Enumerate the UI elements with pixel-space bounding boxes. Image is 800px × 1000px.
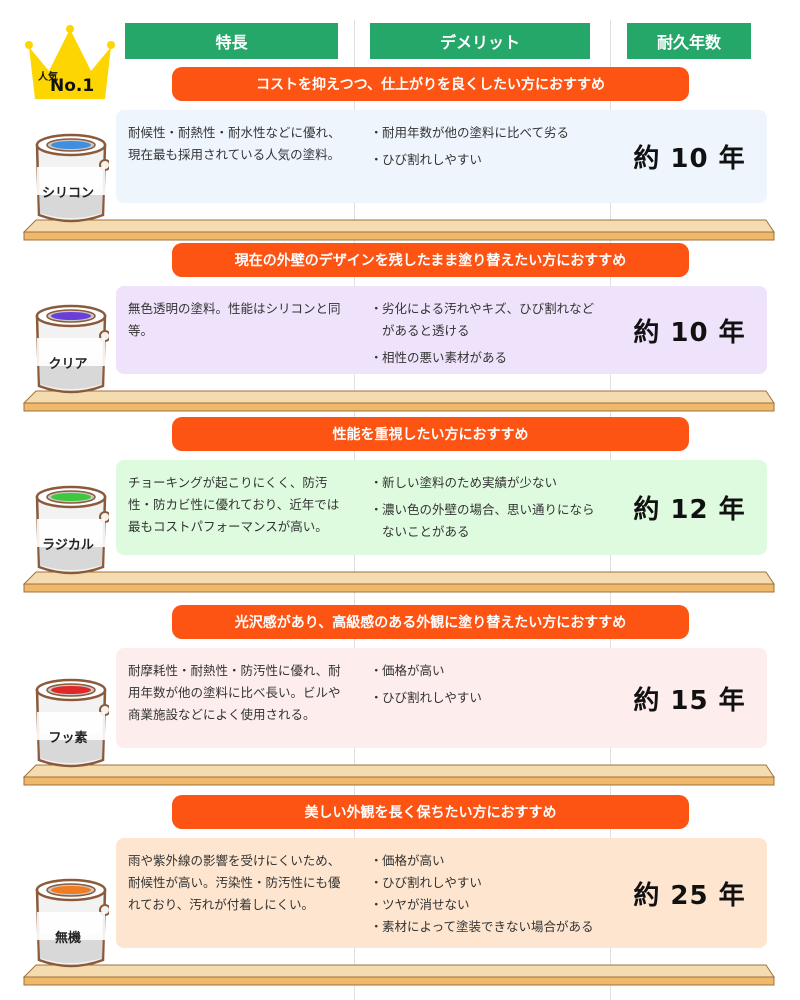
column-header-demerits: デメリット: [370, 23, 590, 59]
durability-value: 約 15 年: [633, 685, 746, 716]
wooden-shelf-icon: [22, 964, 775, 986]
feature-text: チョーキングが起こりにくく、防汚性・防カビ性に優れており、近年では最もコストパフ…: [128, 475, 340, 534]
paint-section: コストを抑えつつ、仕上がりを良くしたい方におすすめ 耐候性・耐熱性・耐水性などに…: [0, 67, 800, 257]
wooden-shelf-icon: [22, 571, 775, 593]
demerit-item: 新しい塗料のため実績が少ない: [370, 472, 600, 494]
demerit-item: 価格が高い: [370, 850, 600, 872]
crown-icon: [25, 25, 115, 99]
recommendation-banner: コストを抑えつつ、仕上がりを良くしたい方におすすめ: [172, 67, 689, 101]
demerit-item: ツヤが消せない: [370, 894, 600, 916]
paint-section: 性能を重視したい方におすすめ チョーキングが起こりにくく、防汚性・防カビ性に優れ…: [0, 417, 800, 607]
paint-can-icon: [35, 304, 109, 394]
wooden-shelf-icon: [22, 764, 775, 786]
demerit-item: ひび割れしやすい: [370, 149, 600, 171]
demerit-item: ひび割れしやすい: [370, 687, 600, 709]
column-header-durability: 耐久年数: [627, 23, 751, 59]
column-header-features: 特長: [125, 23, 338, 59]
paint-name-label: フッ素: [48, 731, 88, 746]
demerit-item: 濃い色の外壁の場合、思い通りにならないことがある: [370, 499, 600, 543]
paint-can-icon: [35, 133, 109, 223]
demerit-item: 相性の悪い素材がある: [370, 347, 600, 369]
paint-can-icon: [35, 878, 109, 968]
recommendation-banner: 性能を重視したい方におすすめ: [172, 417, 689, 451]
paint-can-icon: [35, 485, 109, 575]
demerit-item: 価格が高い: [370, 660, 600, 682]
paint-can-icon: [35, 678, 109, 768]
demerit-list: 新しい塗料のため実績が少ない濃い色の外壁の場合、思い通りにならないことがある: [370, 472, 600, 548]
demerit-list: 価格が高いひび割れしやすいツヤが消せない素材によって塗装できない場合がある: [370, 850, 600, 938]
demerit-item: 耐用年数が他の塗料に比べて劣る: [370, 122, 600, 144]
feature-text: 耐候性・耐熱性・耐水性などに優れ、現在最も採用されている人気の塗料。: [128, 125, 341, 162]
demerit-list: 耐用年数が他の塗料に比べて劣るひび割れしやすい: [370, 122, 600, 176]
recommendation-banner: 美しい外観を長く保ちたい方におすすめ: [172, 795, 689, 829]
durability-value: 約 10 年: [633, 317, 746, 348]
paint-section: 光沢感があり、高級感のある外観に塗り替えたい方におすすめ 耐摩耗性・耐熱性・防汚…: [0, 605, 800, 795]
paint-section: 現在の外壁のデザインを残したまま塗り替えたい方におすすめ 無色透明の塗料。性能は…: [0, 243, 800, 433]
demerit-list: 価格が高いひび割れしやすい: [370, 660, 600, 714]
feature-text: 無色透明の塗料。性能はシリコンと同等。: [128, 301, 341, 338]
paint-name-label: ラジカル: [42, 538, 94, 553]
durability-value: 約 12 年: [633, 495, 746, 525]
paint-name-label: クリア: [48, 357, 88, 372]
wooden-shelf-icon: [22, 390, 775, 412]
paint-name-label: シリコン: [41, 186, 94, 201]
recommendation-banner: 現在の外壁のデザインを残したまま塗り替えたい方におすすめ: [172, 243, 689, 277]
durability-value: 約 10 年: [633, 144, 746, 174]
durability-value: 約 25 年: [633, 880, 746, 911]
demerit-item: ひび割れしやすい: [370, 872, 600, 894]
popularity-label: 人気: [38, 72, 58, 83]
recommendation-banner: 光沢感があり、高級感のある外観に塗り替えたい方におすすめ: [172, 605, 689, 639]
feature-text: 耐摩耗性・耐熱性・防汚性に優れ、耐用年数が他の塗料に比べ長い。ビルや商業施設など…: [128, 663, 341, 722]
wooden-shelf-icon: [22, 219, 775, 241]
demerit-list: 劣化による汚れやキズ、ひび割れなどがあると透ける相性の悪い素材がある: [370, 298, 600, 374]
demerit-item: 素材によって塗装できない場合がある: [370, 916, 600, 938]
demerit-item: 劣化による汚れやキズ、ひび割れなどがあると透ける: [370, 298, 600, 342]
paint-section: 美しい外観を長く保ちたい方におすすめ 雨や紫外線の影響を受けにくいため、耐候性が…: [0, 795, 800, 986]
rank-label: No.1: [50, 76, 95, 96]
feature-text: 雨や紫外線の影響を受けにくいため、耐候性が高い。汚染性・防汚性にも優れており、汚…: [128, 853, 341, 912]
paint-name-label: 無機: [54, 931, 81, 946]
